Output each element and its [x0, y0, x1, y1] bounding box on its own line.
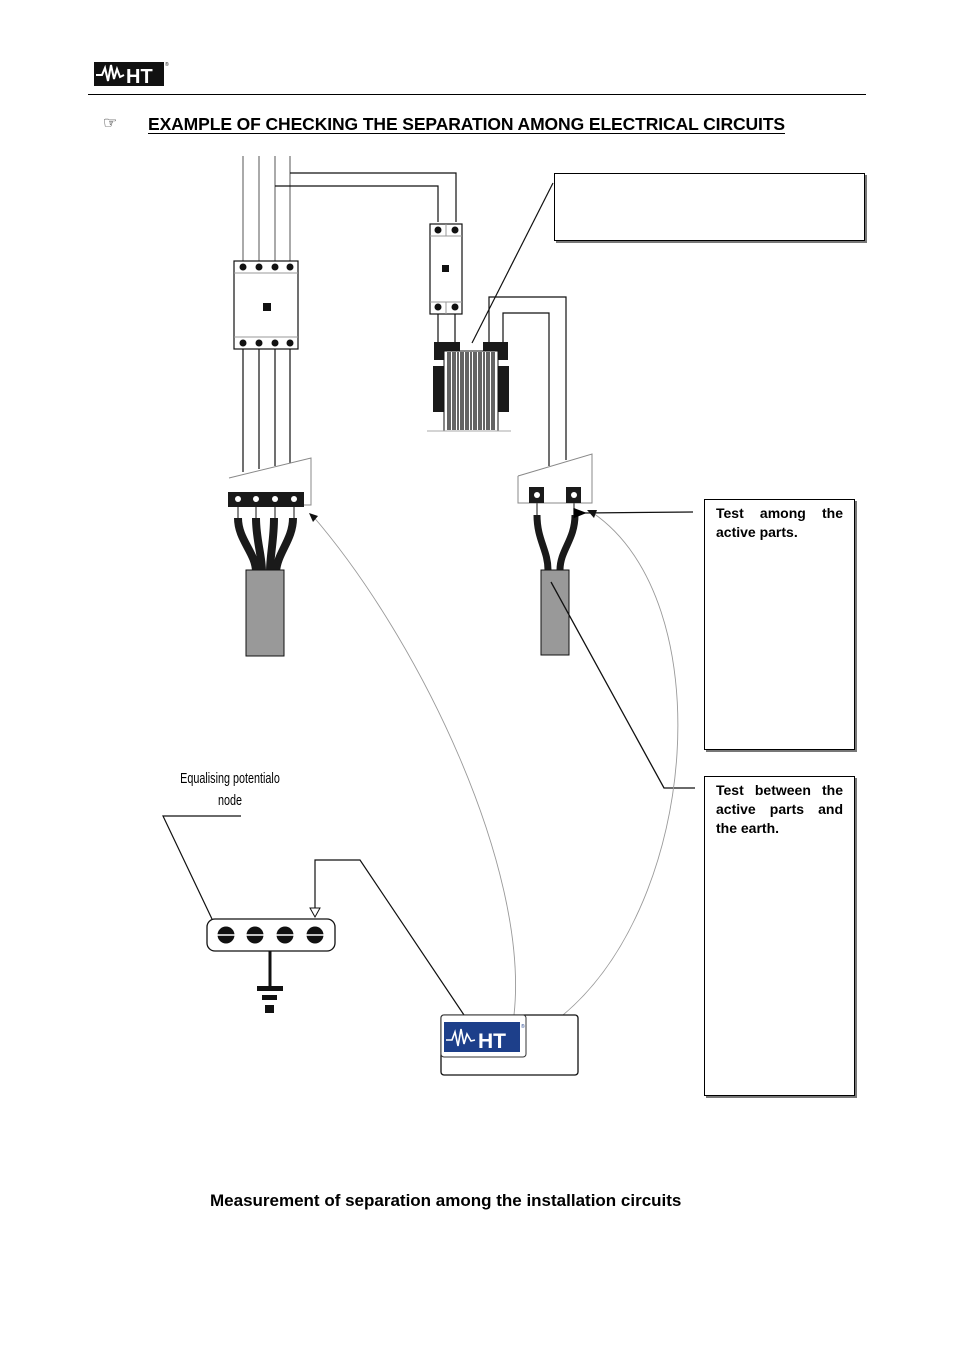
leader-active-earth [550, 581, 695, 789]
equalising-node-label: Equalising potentialo node [180, 768, 281, 812]
section-title: EXAMPLE OF CHECKING THE SEPARATION AMONG… [148, 114, 785, 134]
equalising-node-leader [162, 815, 241, 920]
header-divider [88, 94, 866, 95]
junction-box-four-wire [228, 457, 312, 657]
two-pole-breaker [429, 223, 463, 315]
four-pole-breaker [233, 260, 299, 350]
supply-lines [242, 156, 291, 262]
leader-active-parts [573, 507, 694, 519]
pointing-hand-icon: ☞ [103, 115, 118, 132]
test-lead-left [311, 514, 516, 1016]
callout-box-transformer [554, 173, 865, 241]
isolation-transformer [427, 342, 511, 432]
note-test-active-earth: Test between the active parts and the ea… [704, 776, 855, 1096]
instrument-logo-text: HT [478, 1030, 506, 1053]
equalising-label-line1: Equalising potentialo [180, 770, 280, 787]
ht-brand-logo: HT ® [94, 61, 169, 87]
test-instrument: HT ® [440, 1014, 579, 1076]
note-test-active-parts: Test among the active parts. [704, 499, 855, 750]
note-active-parts-text: Test among the active parts. [716, 505, 843, 540]
logo-text: HT [126, 66, 153, 87]
equalising-potential-node [206, 918, 336, 1013]
figure-caption: Measurement of separation among the inst… [210, 1191, 682, 1210]
note-active-earth-text: Test between the active parts and the ea… [716, 782, 843, 836]
branch-lines [275, 172, 457, 222]
breaker-output-lines [242, 349, 291, 472]
callout-leader-top [471, 182, 554, 344]
junction-box-two-wire [517, 453, 593, 656]
earth-test-lead [314, 859, 465, 1016]
registered-mark: ® [165, 61, 169, 68]
test-lead-right [562, 512, 679, 1016]
equalising-label-line2: node [217, 792, 243, 809]
transformer-secondary-lines [488, 296, 567, 466]
instrument-registered-mark: ® [521, 1023, 525, 1030]
